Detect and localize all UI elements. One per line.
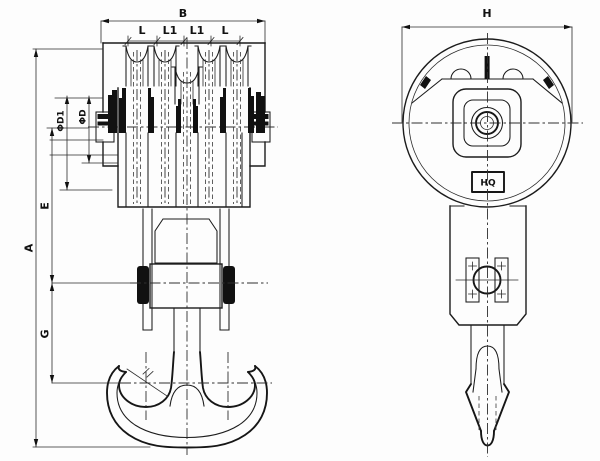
label-b: B	[179, 7, 187, 20]
label-l1-1: L1	[163, 24, 178, 37]
label-a: A	[23, 243, 36, 252]
section-fills	[108, 88, 265, 133]
dimension-b: B	[100, 7, 266, 44]
dimension-h: H	[401, 7, 573, 123]
dimension-g: G	[39, 282, 55, 384]
nameplate-text: HQ	[480, 179, 496, 189]
centerlines-side	[392, 33, 583, 457]
nameplate-box	[471, 171, 505, 193]
label-phi-d: ΦD	[79, 109, 89, 124]
label-l1-2: L1	[190, 24, 205, 37]
front-view: B L L1 L1 L	[23, 7, 278, 455]
trunnion-plate	[449, 205, 527, 326]
label-h: H	[482, 7, 491, 20]
side-view: H HQ	[392, 7, 583, 457]
trunnion-boss-right	[223, 266, 235, 304]
trunnion-boss-left	[137, 266, 149, 304]
label-l-2: L	[221, 24, 228, 37]
sheave-cluster	[122, 45, 252, 204]
label-l-1: L	[138, 24, 145, 37]
label-phi-d1: ΦD1	[57, 110, 67, 131]
label-e: E	[39, 202, 52, 210]
nameplate: HQ	[471, 171, 505, 193]
dimension-l-row: L L1 L1 L	[124, 24, 244, 47]
trunnion-crossbar	[149, 263, 223, 309]
dimension-a: A	[23, 48, 39, 448]
suspension-assembly	[51, 208, 268, 353]
keeper-plate-right	[494, 257, 509, 303]
label-g: G	[39, 329, 52, 338]
dimension-e: E	[39, 127, 55, 284]
extension-lines-left	[32, 48, 151, 448]
keeper-plate-left	[465, 257, 480, 303]
hook-front	[51, 351, 272, 449]
dimension-phi-d: ΦD	[79, 95, 119, 164]
dimension-phi-d1: ΦD1	[57, 95, 113, 191]
